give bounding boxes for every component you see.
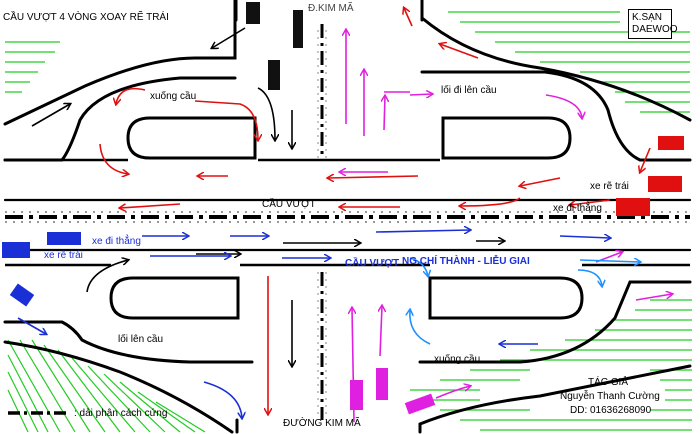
red-arrows	[99, 8, 651, 414]
car-red-1	[658, 136, 684, 150]
xuong-cau-top-label: xuống cầu	[150, 91, 197, 102]
road-outlines	[3, 0, 692, 434]
xe-di-thang-right-label: xe đi thẳng	[553, 203, 602, 214]
car-red-2	[648, 176, 682, 192]
loi-len-cau-label: lối lên cầu	[118, 334, 164, 345]
xe-re-trai-left-label: xe rẽ trái	[44, 250, 83, 261]
car-magenta-2	[376, 368, 388, 400]
grass-top-right	[448, 11, 690, 113]
cau-vuot-bottom-label: CẦU VƯỢT	[345, 258, 400, 269]
black-arrows	[31, 27, 504, 366]
hotel-line1: K.SẠN	[632, 12, 663, 23]
vertical-divider-top	[317, 24, 327, 158]
magenta-arrows	[340, 30, 672, 423]
vertical-divider-bottom	[317, 272, 327, 420]
grass-top-left	[5, 41, 60, 93]
street-name-label: NG.CHÍ THÀNH - LIỄU GIAI	[402, 256, 530, 267]
legend-label: : dải phân cách cứng	[74, 408, 168, 419]
bottom-road-label: ĐƯỜNG KIM MÃ	[283, 418, 361, 429]
truck-black-1	[246, 2, 260, 24]
grass-bottom-right	[410, 299, 692, 431]
xuong-cau-bottom-label: xuống cầu	[434, 354, 481, 365]
top-road-label: Đ.KIM MÃ	[308, 3, 354, 14]
car-blue-2	[2, 242, 30, 258]
xe-re-trai-right-label: xe rẽ trái	[590, 181, 629, 192]
truck-black-2	[293, 10, 303, 48]
road-bands	[5, 158, 690, 267]
car-blue-1	[47, 232, 81, 245]
car-magenta-3	[404, 393, 436, 415]
author-phone: DD: 01636268090	[570, 405, 652, 416]
diagram-title: CẦU VƯỢT 4 VÒNG XOAY RẼ TRÁI	[3, 12, 169, 23]
sky-arrows	[410, 257, 640, 345]
author-title: TÁC GIẢ	[588, 377, 629, 388]
blue-arrows	[17, 230, 610, 418]
car-blue-3	[9, 283, 35, 307]
center-divider	[5, 211, 690, 223]
loi-di-len-cau-label: lối đi lên cầu	[441, 85, 497, 96]
author-name: Nguyễn Thanh Cường	[560, 391, 660, 402]
car-red-3	[616, 198, 650, 216]
xe-di-thang-left-label: xe đi thẳng	[92, 236, 141, 247]
cau-vuot-top-label: CẦU VƯỢT	[262, 199, 316, 210]
hotel-box: K.SẠN DAEWOO	[628, 9, 678, 39]
grass-bottom-left	[7, 339, 206, 433]
hotel-line2: DAEWOO	[632, 24, 678, 35]
car-magenta-1	[350, 380, 363, 410]
truck-black-3	[268, 60, 280, 90]
